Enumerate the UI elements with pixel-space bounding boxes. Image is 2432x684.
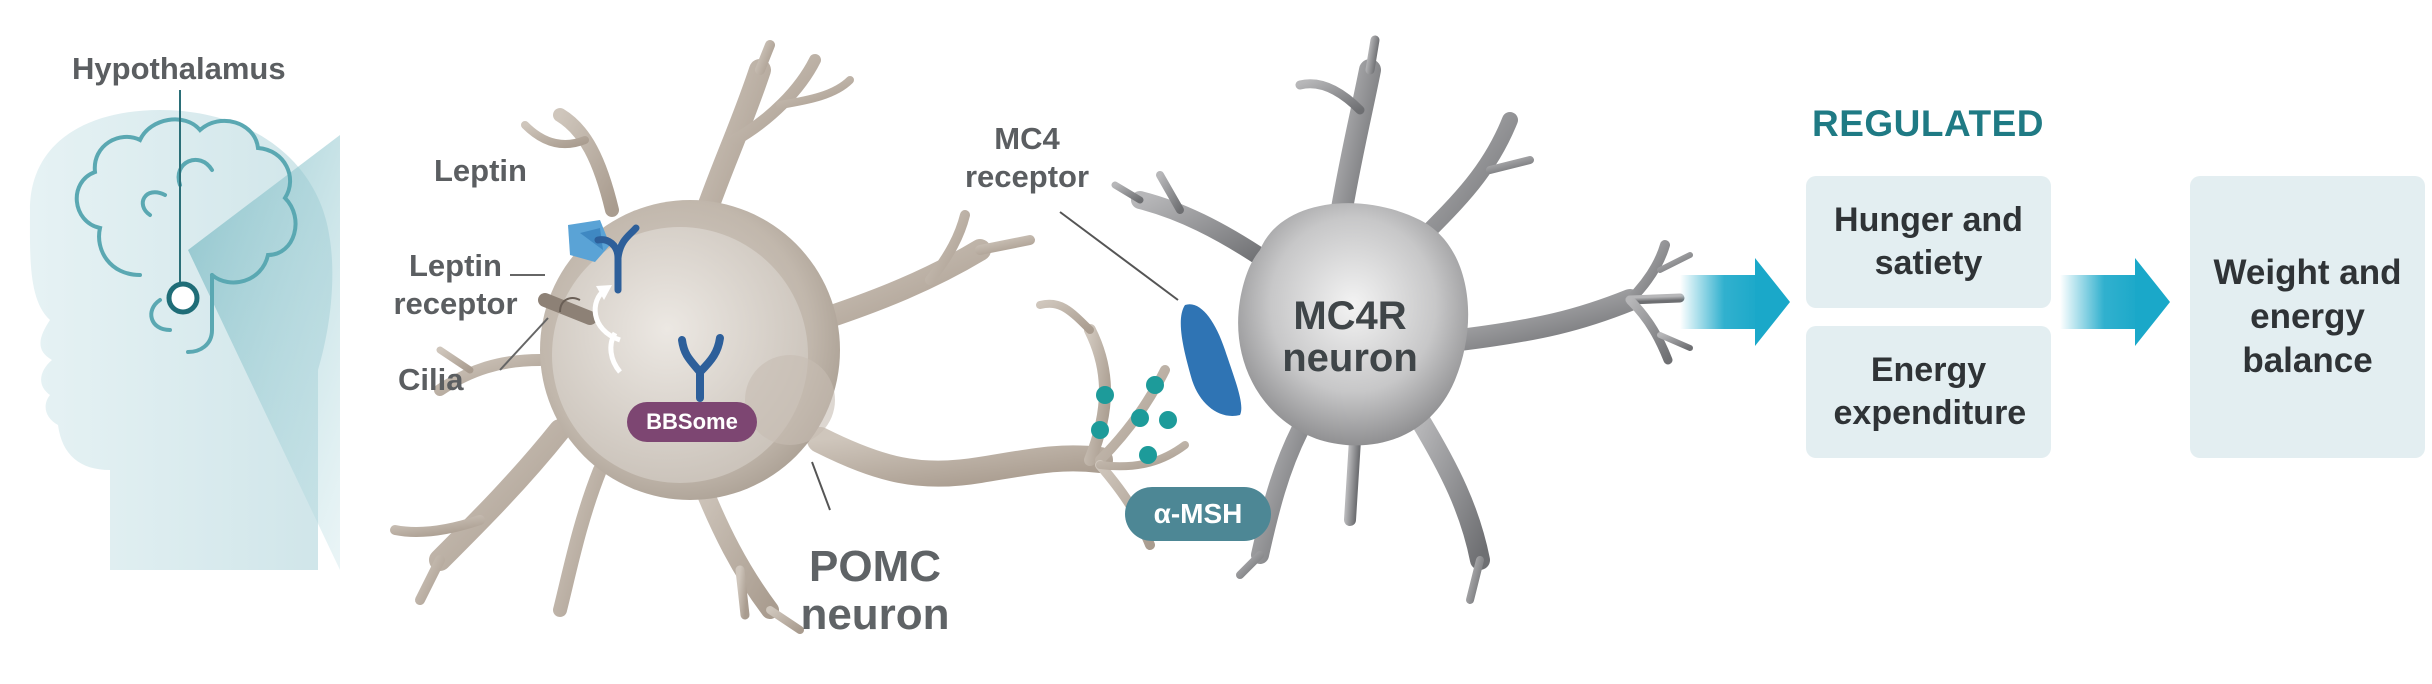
leptin-label: Leptin	[434, 153, 527, 188]
outcome-text: Weight and energy balance	[2213, 253, 2402, 380]
cilia-label: Cilia	[398, 362, 464, 397]
pomc-neuron	[390, 40, 1189, 634]
hypothalamus-label: Hypothalamus	[72, 51, 286, 86]
arrow-right-icon	[1755, 258, 1790, 346]
leptin-receptor-label: Leptin receptor	[393, 248, 518, 321]
pomc-pointer	[811, 461, 831, 511]
outcome-box: Weight and energy balance	[2190, 176, 2425, 458]
mc4r-neuron-label: MC4R neuron	[1282, 294, 1418, 380]
cilia-pointer	[499, 317, 549, 371]
brain-icon	[74, 117, 298, 354]
energy-expenditure-box: Energy expenditure	[1806, 326, 2051, 458]
alpha-msh-molecules	[1091, 376, 1177, 464]
mc4-receptor-label: MC4 receptor	[964, 121, 1090, 194]
hunger-satiety-box: Hunger and satiety	[1806, 176, 2051, 308]
hunger-satiety-text: Hunger and satiety	[1834, 201, 2023, 282]
bbsome-badge: BBSome	[627, 402, 757, 442]
mc4-receptor-icon	[1180, 304, 1242, 416]
flow-arrows	[1680, 258, 2170, 346]
arrow-right-icon-2	[2135, 258, 2170, 346]
cilia-icon	[538, 293, 597, 325]
regulated-heading: REGULATED	[1812, 103, 2044, 144]
hypothalamus-marker	[166, 281, 200, 315]
arrow-to-outcome-shaft	[2060, 275, 2140, 329]
mc4-receptor-pointer	[1059, 211, 1179, 301]
leptin-receptor-icon	[594, 224, 640, 294]
receptor-y-icon	[678, 334, 724, 402]
head-silhouette	[29, 90, 340, 570]
arrow-to-regulated-shaft	[1680, 275, 1760, 329]
alpha-msh-badge: α-MSH	[1125, 487, 1271, 541]
mc4r-neuron	[1059, 35, 1693, 604]
projection-beam	[188, 135, 340, 570]
pomc-neuron-label: POMC neuron	[800, 542, 950, 639]
energy-expenditure-text: Energy expenditure	[1833, 351, 2027, 432]
mc4r-dendrites	[1111, 35, 1693, 604]
